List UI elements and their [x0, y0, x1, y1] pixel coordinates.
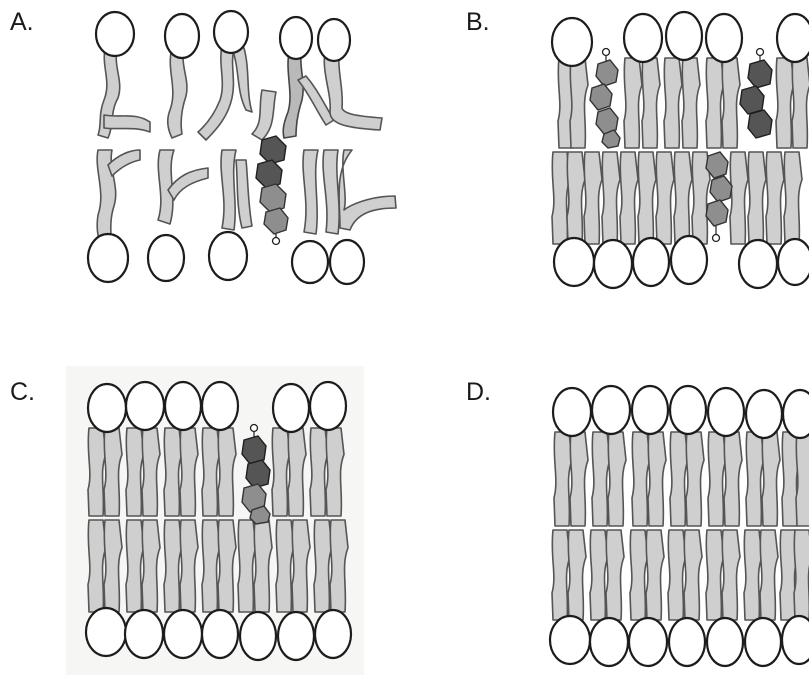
lipid-tail [590, 530, 608, 620]
lipid-tail [606, 530, 624, 620]
lipid-tail [794, 530, 809, 620]
upper-heads-d [553, 386, 809, 438]
lipid-tail [646, 530, 664, 620]
lipid-tail [648, 432, 666, 526]
lipid-tail [552, 530, 570, 620]
lipid-tail [632, 432, 650, 526]
lipid-tail [670, 432, 688, 526]
lipid-tail [686, 432, 704, 526]
lipid-tail [668, 530, 686, 620]
lipid-tail [554, 432, 572, 526]
upper-leaflet-d [554, 432, 809, 526]
lipid-tail [722, 530, 740, 620]
lipid-tail [746, 432, 764, 526]
lipid-tail [684, 530, 702, 620]
lipid-tail [744, 530, 762, 620]
lipid-tail [762, 432, 780, 526]
lipid-tail [796, 432, 809, 526]
lipid-tail [760, 530, 778, 620]
lipid-tail [724, 432, 742, 526]
lower-leaflet-d [552, 530, 809, 620]
lipid-tail [706, 530, 724, 620]
lipid-tail [570, 432, 588, 526]
lower-heads-d [550, 616, 809, 666]
lipid-tail [708, 432, 726, 526]
lipid-tail [568, 530, 586, 620]
lipid-tail [608, 432, 626, 526]
lipid-tail [592, 432, 610, 526]
lipid-tail [630, 530, 648, 620]
